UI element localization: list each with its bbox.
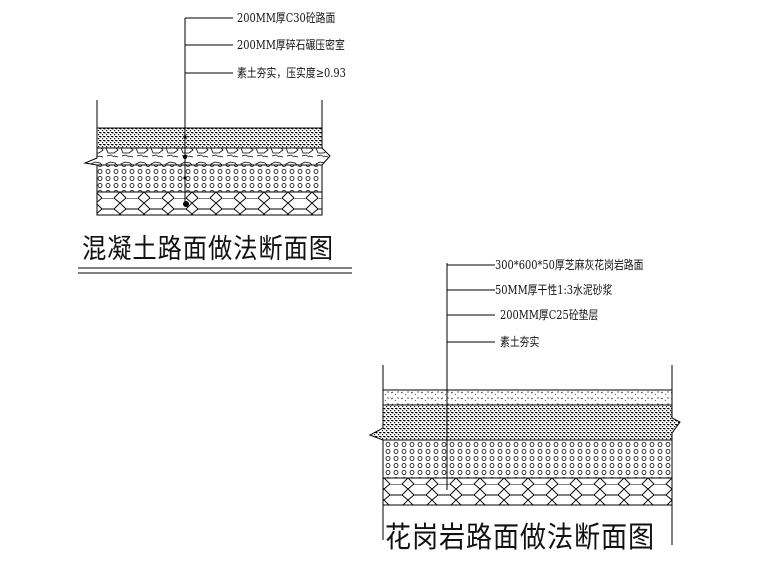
gravel-layer xyxy=(83,147,331,166)
concrete-section xyxy=(78,17,352,274)
granite-label-4: 素土夯实 xyxy=(500,335,540,349)
compacted-layer xyxy=(96,191,323,216)
cushion-layer xyxy=(382,439,673,479)
granite-label-3: 200MM厚C25砼垫层 xyxy=(500,308,599,322)
mortar-concrete-layer xyxy=(368,404,681,441)
granite-label-1: 300*600*50厚芝麻灰花岗岩路面 xyxy=(495,258,644,272)
soil-layer xyxy=(96,164,323,193)
granite-label-2: 50MM厚干性1:3水泥砂浆 xyxy=(495,283,613,297)
granite-section xyxy=(368,263,681,545)
granite-section-title: 花岗岩路面做法断面图 xyxy=(385,520,656,554)
concrete-layer xyxy=(96,127,323,149)
soil-layer xyxy=(382,477,673,506)
concrete-section-title: 混凝土路面做法断面图 xyxy=(82,234,334,265)
concrete-label-1: 200MM厚C30砼路面 xyxy=(237,11,336,25)
concrete-label-2: 200MM厚碎石碾压密室 xyxy=(237,38,345,52)
concrete-label-3: 素土夯实，压实度≥0.93 xyxy=(237,66,346,80)
granite-layer xyxy=(382,389,673,406)
